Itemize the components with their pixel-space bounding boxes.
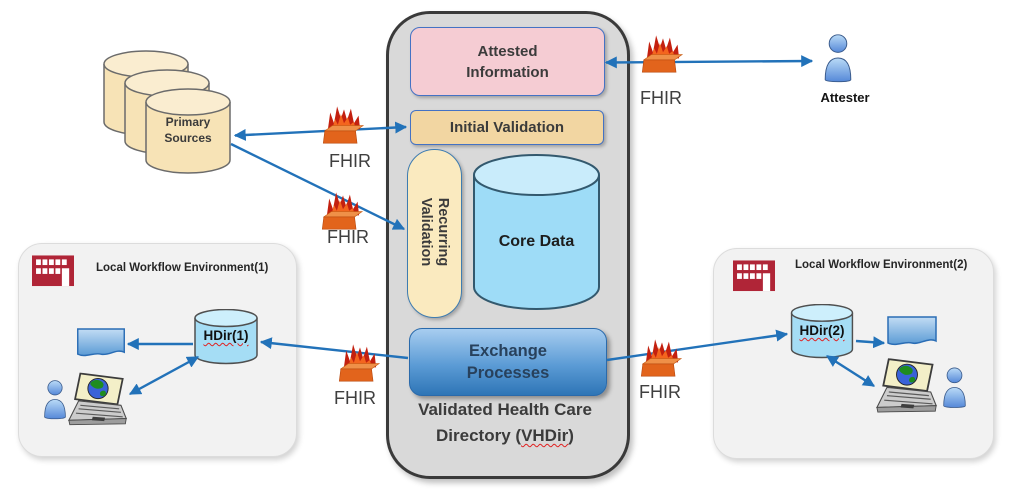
fhir-fire-icon-1 — [321, 101, 367, 147]
lwe1-person-icon — [42, 377, 68, 422]
primary-sources-label: Primary Sources — [164, 115, 212, 145]
fhir-label-2: FHIR — [327, 227, 369, 247]
hdir2-label: HDir(2) — [799, 323, 845, 338]
vhdir-caption-line2: Directory (VHDir) — [436, 426, 574, 445]
lwe2-document-icon — [886, 316, 938, 348]
fhir-label-3: FHIR — [640, 88, 682, 108]
recurring-validation-label: Recurring Validation — [418, 197, 451, 267]
lwe1-title: Local Workflow Environment(1) — [96, 262, 269, 274]
lwe2-laptop-icon — [876, 358, 938, 415]
core-data-cylinder — [473, 154, 600, 310]
fhir-label-1: FHIR — [329, 151, 371, 171]
lwe1-building-icon — [32, 255, 74, 288]
attester-label: Attester — [820, 90, 870, 105]
core-data-label: Core Data — [498, 233, 575, 250]
vhdir-caption-line1: Validated Health Care — [418, 400, 592, 419]
arrow-attested-attester — [604, 55, 814, 69]
hdir1-label: HDir(1) — [203, 328, 249, 343]
recurring-validation-pill — [407, 149, 462, 318]
lwe1-document-icon — [76, 328, 126, 359]
lwe1-laptop-icon — [68, 372, 128, 428]
vhdir-caption: Validated Health Care Directory (VHDir) — [386, 397, 624, 449]
lwe2-building-icon — [733, 260, 775, 293]
attested-information-box: Attested Information — [410, 27, 605, 96]
fhir-fire-icon-4 — [337, 339, 383, 385]
fhir-label-4: FHIR — [334, 388, 376, 408]
exchange-processes-box: Exchange Processes — [409, 328, 607, 396]
lwe2-person-icon — [941, 366, 968, 409]
attester-person-icon — [822, 32, 854, 84]
lwe2-title: Local Workflow Environment(2) — [795, 259, 968, 271]
fhir-fire-icon-5 — [639, 334, 685, 380]
initial-validation-box: Initial Validation — [410, 110, 604, 145]
fhir-label-5: FHIR — [639, 382, 681, 402]
fhir-fire-icon-3 — [640, 30, 686, 76]
vhdir-misspelled-word: VHDir — [521, 426, 569, 445]
